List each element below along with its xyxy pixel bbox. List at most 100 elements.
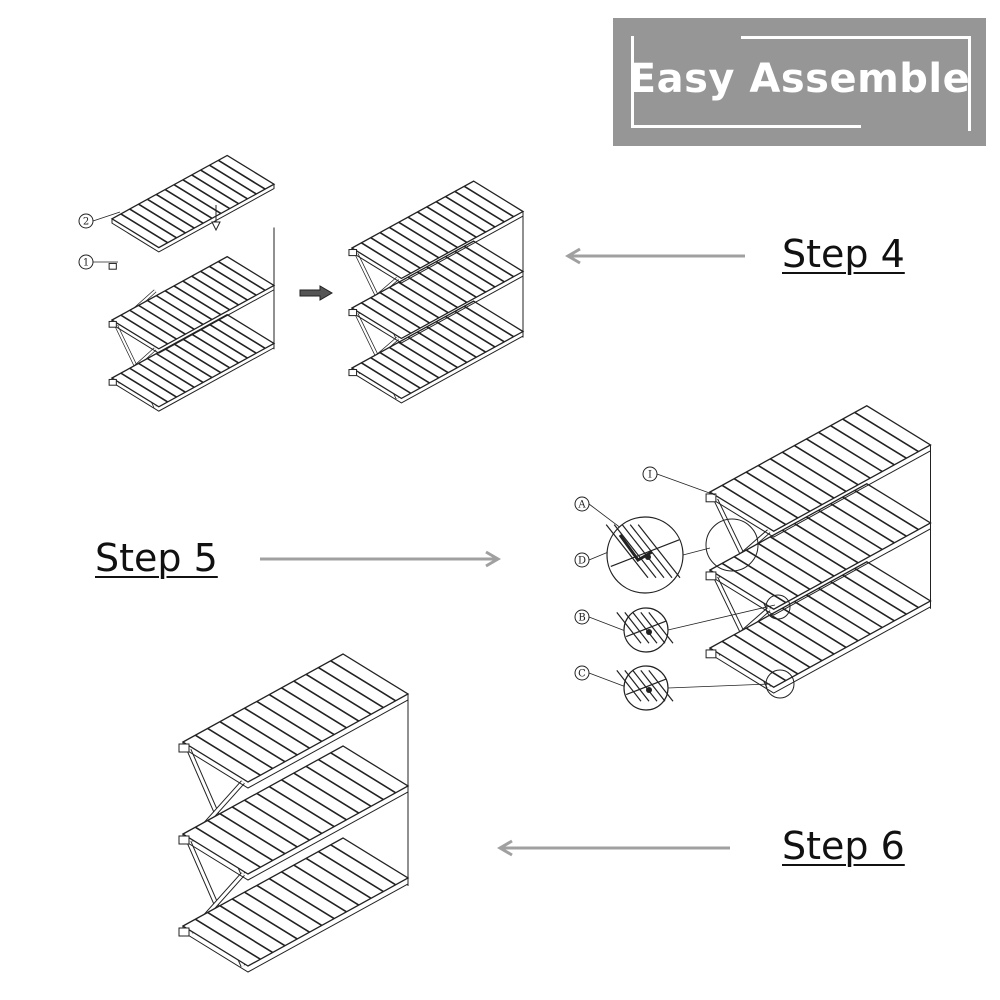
slat-gap (818, 587, 883, 629)
slat-gap (745, 627, 811, 668)
slat-gap (207, 819, 274, 862)
slat-gap (244, 707, 310, 749)
slat-gap (407, 276, 458, 309)
slat-gap (138, 362, 186, 393)
slat-gap (781, 607, 847, 649)
step-4-shelf-after (348, 180, 525, 404)
step-5-arrow (260, 550, 501, 568)
slat-gap (268, 693, 335, 736)
slat-gap (463, 305, 515, 338)
tube-end (348, 309, 358, 317)
slat-gap (398, 221, 449, 254)
slat-gap (173, 343, 222, 374)
slat-gap (842, 574, 907, 615)
slat-gap (268, 785, 335, 828)
slat-gap (781, 529, 847, 571)
detail-b (616, 604, 776, 653)
slat-gap (200, 328, 248, 359)
detail-slat (632, 670, 658, 702)
joint-highlight (705, 518, 759, 572)
slat-gap (281, 871, 347, 913)
slat-gap (129, 309, 177, 340)
slat-gap (155, 193, 204, 224)
slat-gap (398, 281, 449, 314)
slat-gap (842, 418, 907, 459)
detail-slat (640, 670, 666, 702)
slat-gap (256, 700, 323, 743)
slat-gap (769, 536, 835, 577)
slat-gap (191, 275, 239, 306)
slat-gap (219, 905, 286, 947)
slat-gap (147, 299, 195, 330)
step-6-label: Step 6 (782, 824, 905, 868)
slat-gap (305, 673, 372, 715)
step-5-label: Step 5 (95, 536, 218, 580)
slat-gap (317, 850, 384, 893)
detail-slat (613, 524, 657, 579)
slat-gap (426, 326, 477, 358)
slat-gap (745, 549, 811, 590)
tube-end (178, 743, 190, 753)
slat-gap (219, 721, 286, 763)
callout-part-c: C (574, 665, 635, 691)
detail-slat (637, 524, 681, 579)
leader-line (92, 211, 121, 222)
detail-slat (648, 612, 674, 644)
slat-gap (231, 898, 298, 940)
slat-gap (182, 179, 231, 210)
slat-gap (398, 341, 449, 374)
slat-gap (794, 444, 859, 486)
slat-gap (806, 594, 871, 635)
callout-part-1: 1 (78, 254, 118, 270)
frame-line (741, 36, 971, 39)
slat-gap (842, 496, 907, 537)
slat-gap (217, 260, 266, 291)
slat-gap (200, 169, 248, 200)
slat-gap (231, 806, 298, 848)
slat-gap (120, 314, 169, 345)
slat-gap (379, 231, 430, 264)
arrow-head (485, 550, 501, 568)
slat-gap (445, 255, 496, 288)
callout-label: B (578, 613, 585, 624)
slat-gap (155, 352, 204, 384)
slat-gap (219, 813, 286, 855)
slat-gap (417, 211, 468, 244)
slat-gap (155, 294, 204, 326)
slat-gap (426, 266, 477, 298)
callout-label: 1 (83, 258, 89, 269)
slat-gap (138, 304, 186, 335)
detail-slat (605, 524, 649, 579)
slat-gap (435, 261, 487, 293)
slat-gap (293, 680, 360, 722)
tube-end (178, 927, 190, 937)
slat-gap (830, 502, 895, 544)
slat-gap (854, 411, 919, 453)
slat-gap (435, 201, 487, 233)
slat-gap (256, 884, 323, 927)
easy-assemble-banner: Easy Assemble (613, 18, 986, 146)
slat-gap (463, 245, 515, 278)
slat-gap (147, 357, 195, 388)
slat-gap (305, 857, 372, 899)
slat-gap (806, 438, 871, 479)
slat-gap (360, 362, 412, 394)
detail-slat (616, 670, 642, 702)
slat-gap (120, 213, 169, 244)
slat-gap (426, 206, 477, 238)
slat-gap (757, 620, 823, 662)
detail-leader (667, 683, 771, 689)
slat-gap (217, 159, 266, 190)
detail-slat (621, 524, 665, 579)
callout-part-i: I (642, 466, 716, 496)
joint-highlight (765, 594, 791, 620)
slat-gap (733, 478, 799, 519)
callout-part-2: 2 (78, 211, 121, 229)
detail-rail (625, 620, 667, 638)
detail-slat (624, 670, 650, 702)
detail-c (616, 665, 771, 711)
slat-gap (191, 333, 239, 364)
slat-gap (293, 772, 360, 814)
detail-slat (640, 612, 666, 644)
